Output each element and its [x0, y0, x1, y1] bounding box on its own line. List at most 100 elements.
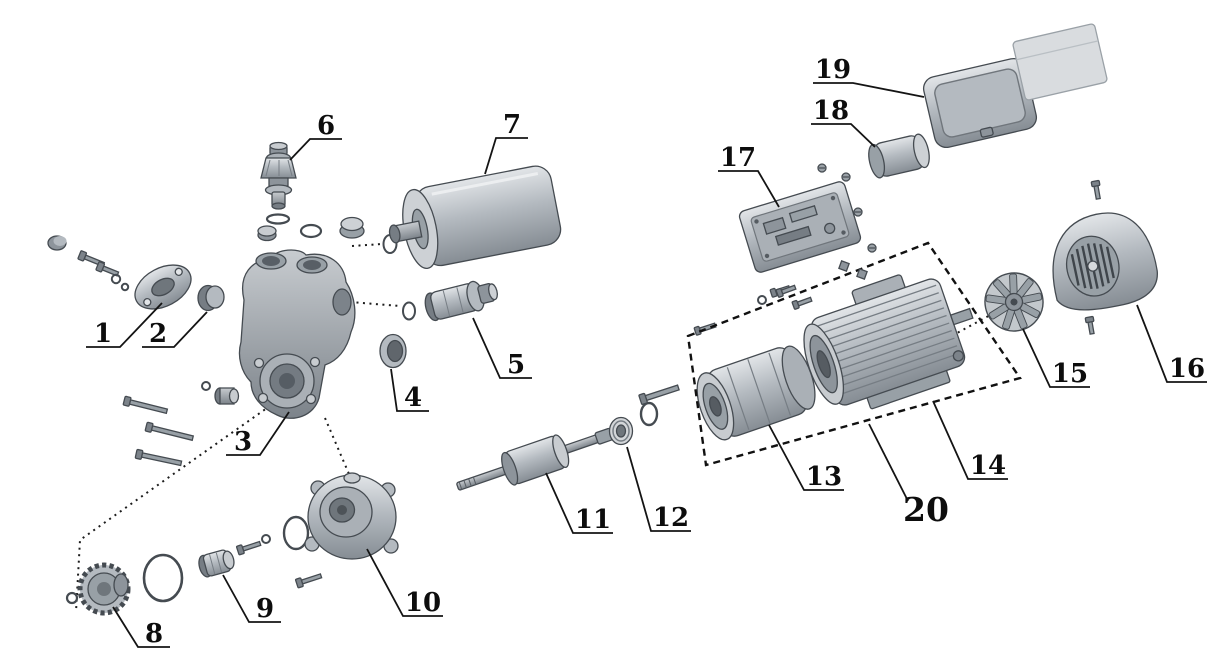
leader-line-11 — [545, 472, 613, 534]
callout-4: 4 — [390, 368, 429, 413]
part-12-bearing — [610, 418, 633, 445]
part-label-5: 5 — [507, 350, 525, 380]
part-label-2: 2 — [149, 319, 167, 349]
part-15-fan — [980, 268, 1049, 337]
bolt-small-3 — [236, 539, 261, 555]
leader-line-18 — [811, 123, 876, 148]
callout-9: 9 — [222, 574, 281, 624]
callout-19: 19 — [813, 55, 925, 98]
o-ring-large — [142, 553, 184, 603]
leader-line-15 — [1022, 328, 1090, 388]
part-5-ejector — [422, 276, 500, 323]
washer-flat — [299, 223, 323, 239]
leader-line-14 — [932, 400, 1008, 480]
leader-line-13 — [768, 424, 844, 491]
leader-line-10 — [366, 548, 443, 617]
part-13-motor-bracket — [690, 340, 822, 444]
o-ring-valve — [265, 213, 291, 225]
callout-13: 13 — [768, 424, 844, 492]
part-2-disc-cap — [198, 286, 224, 311]
callout-8: 8 — [112, 606, 170, 649]
bolt-small-10 — [792, 295, 813, 309]
callout-3: 3 — [226, 411, 290, 457]
leader-line-2 — [142, 311, 208, 348]
washer-small-5 — [261, 534, 271, 544]
callout-5: 5 — [472, 317, 532, 380]
part-label-12: 12 — [653, 503, 689, 533]
sleeve-small — [215, 388, 239, 404]
part-label-14: 14 — [970, 451, 1006, 481]
part-17-terminal-board — [738, 180, 862, 273]
part-16-fan-cover — [1041, 204, 1163, 318]
washer-small-6 — [757, 295, 767, 305]
cover-gasket-plate — [1012, 23, 1107, 100]
callout-6: 6 — [289, 111, 342, 161]
part-18-capacitor — [866, 133, 932, 180]
assembly-group-20-outline — [686, 241, 1022, 467]
bolt-long-4 — [639, 383, 680, 405]
callout-12: 12 — [626, 446, 691, 533]
part-label-13: 13 — [806, 462, 842, 492]
callout-15: 15 — [1022, 328, 1090, 389]
part-label-11: 11 — [575, 505, 611, 535]
leader-line-1 — [86, 302, 163, 348]
part-label-18: 18 — [813, 96, 849, 126]
part-label-19: 19 — [815, 55, 851, 85]
washer-small-1 — [110, 273, 122, 285]
part-label-7: 7 — [503, 110, 521, 140]
screw-set-terminal — [817, 163, 877, 280]
part-7-pressure-tank — [382, 163, 563, 274]
part-label-10: 10 — [405, 588, 441, 618]
leader-line-7 — [484, 137, 528, 175]
callout-17: 17 — [718, 143, 780, 208]
callout-20: 20 — [868, 423, 949, 529]
leader-line-20 — [868, 423, 909, 502]
bolt-small-4 — [295, 572, 322, 588]
part-9-plug — [197, 548, 237, 578]
part-label-3: 3 — [234, 427, 252, 457]
bolt-long-3 — [135, 449, 182, 467]
part-label-8: 8 — [145, 619, 163, 649]
part-3-pump-body — [239, 250, 354, 418]
part-10-pump-cover — [305, 473, 398, 559]
callouts: 1 2 3 4 5 6 7 8 9 10 11 12 — [86, 55, 1207, 649]
o-ring-shaft — [639, 401, 659, 427]
cap-fitting-1 — [258, 226, 276, 241]
part-14-motor-body — [790, 257, 990, 424]
part-4-ring-nut — [380, 335, 406, 368]
washer-small-3 — [201, 381, 211, 391]
bolt-long-2 — [145, 422, 194, 442]
part-label-6: 6 — [317, 111, 335, 141]
bolt-small-7 — [1091, 180, 1102, 199]
cap-fitting-2 — [340, 218, 364, 239]
part-1-inlet-flange — [128, 256, 199, 318]
washer-small-2 — [120, 282, 130, 292]
o-ring-small-2 — [402, 301, 416, 321]
leader-line-8 — [112, 606, 170, 648]
part-label-17: 17 — [720, 143, 756, 173]
part-cap-plug — [48, 236, 67, 250]
leader-line-3 — [226, 411, 290, 456]
bolt-small-9 — [776, 283, 797, 297]
part-label-9: 9 — [256, 594, 274, 624]
part-label-1: 1 — [94, 319, 112, 349]
part-8-impeller — [80, 565, 128, 613]
leader-line-17 — [718, 170, 780, 208]
callout-18: 18 — [811, 96, 876, 148]
part-19-terminal-cover — [921, 56, 1039, 150]
callout-16: 16 — [1136, 304, 1207, 384]
part-11-shaft-sleeve — [452, 415, 624, 502]
callout-14: 14 — [932, 400, 1008, 481]
callout-7: 7 — [484, 110, 528, 175]
callout-11: 11 — [545, 472, 613, 535]
callout-1: 1 — [86, 302, 163, 349]
part-6-priming-valve — [261, 143, 296, 210]
leader-line-19 — [813, 82, 925, 98]
part-label-16: 16 — [1169, 354, 1205, 384]
callout-10: 10 — [366, 548, 443, 618]
leader-line-6 — [289, 138, 342, 161]
leader-line-16 — [1136, 304, 1207, 383]
leader-line-9 — [222, 574, 281, 623]
